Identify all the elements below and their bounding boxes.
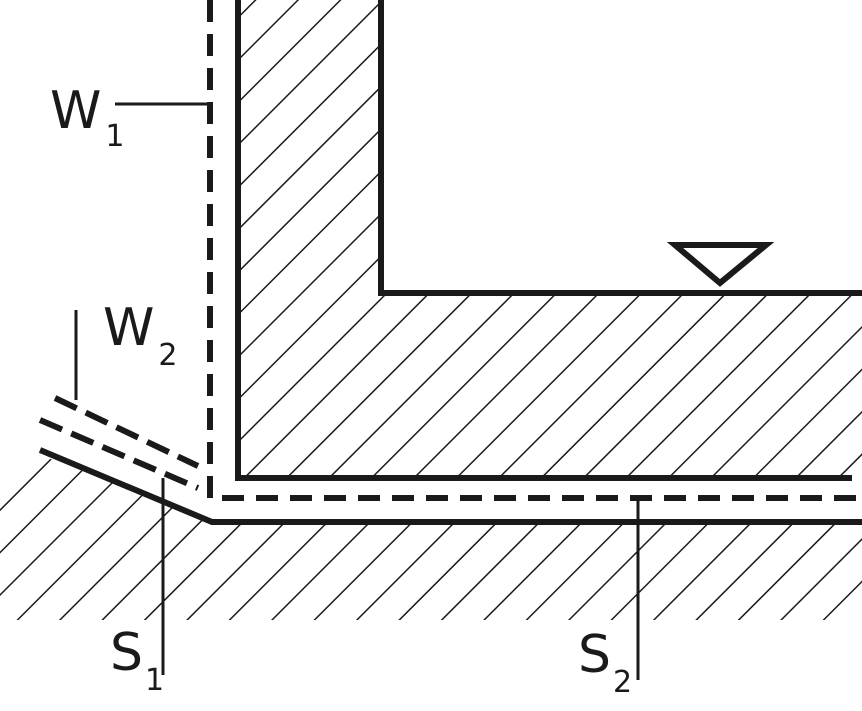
concrete-inner-outline [378,0,862,296]
waterproofing-layer-w2-lower [38,417,200,491]
label-s2-sub: 2 [613,665,632,700]
concrete-hatch-fill [238,0,862,478]
label-w1-sub: 1 [105,119,124,154]
label-s1-main: S [110,623,143,683]
label-s1: S1 [110,623,164,698]
waterproofing-layer-w1 [207,0,858,501]
water-level-triangle-icon [666,242,775,287]
label-s2-main: S [578,625,611,685]
leader-lines [74,102,640,680]
label-w2-sub: 2 [158,338,177,373]
label-s2: S2 [578,625,632,700]
label-w1-main: W [50,81,101,141]
soil-top-line [38,447,862,525]
label-s1-sub: 1 [145,663,164,698]
concrete-structure [235,0,862,481]
waterproofing-layer-w2-upper [53,395,200,469]
waterproofing-layers [38,0,858,501]
label-w2-main: W [103,298,154,358]
concrete-outline [235,0,852,481]
